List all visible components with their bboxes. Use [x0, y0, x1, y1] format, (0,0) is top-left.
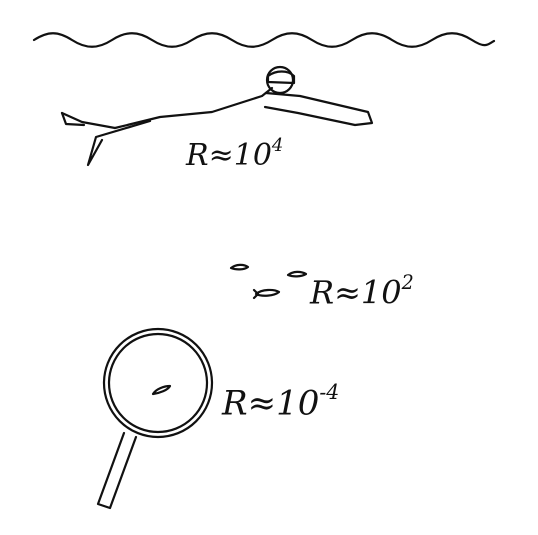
- swimmer-figure: [60, 65, 374, 167]
- reynolds-symbol: R: [310, 273, 335, 312]
- swimmer-cap: [266, 70, 296, 85]
- water-surface-line: [32, 32, 496, 48]
- reynolds-symbol: R: [222, 383, 248, 424]
- approx-value: ≈10: [208, 138, 272, 173]
- swimmer-arm: [263, 91, 374, 127]
- magnifier-handle: [96, 431, 138, 510]
- swimmer-back: [113, 86, 274, 130]
- reynolds-symbol: R: [186, 138, 209, 173]
- exponent: -4: [319, 379, 340, 404]
- approx-value: ≈10: [334, 273, 402, 312]
- fish-1: [229, 263, 250, 271]
- swimmer-leg-lower: [86, 119, 152, 167]
- magnifying-glass: [96, 327, 214, 510]
- fish-3-tail: [252, 288, 260, 300]
- swimmer-leg-upper: [60, 111, 117, 130]
- fish-3: [254, 288, 281, 297]
- approx-value: ≈10: [247, 383, 320, 424]
- magnifier-lens-inner: [107, 332, 209, 434]
- magnifier-lens-outer: [102, 327, 214, 439]
- reynolds-label-microorganism: R≈10-4: [222, 382, 339, 424]
- microorganism: [151, 384, 172, 396]
- exponent: 2: [401, 271, 414, 295]
- fish-2: [286, 270, 308, 278]
- fish-school: [229, 263, 308, 300]
- exponent: 4: [271, 135, 284, 157]
- reynolds-label-fish: R≈102: [310, 273, 414, 312]
- reynolds-label-swimmer: R≈104: [186, 137, 283, 173]
- swimmer-fin-upper: [60, 111, 86, 127]
